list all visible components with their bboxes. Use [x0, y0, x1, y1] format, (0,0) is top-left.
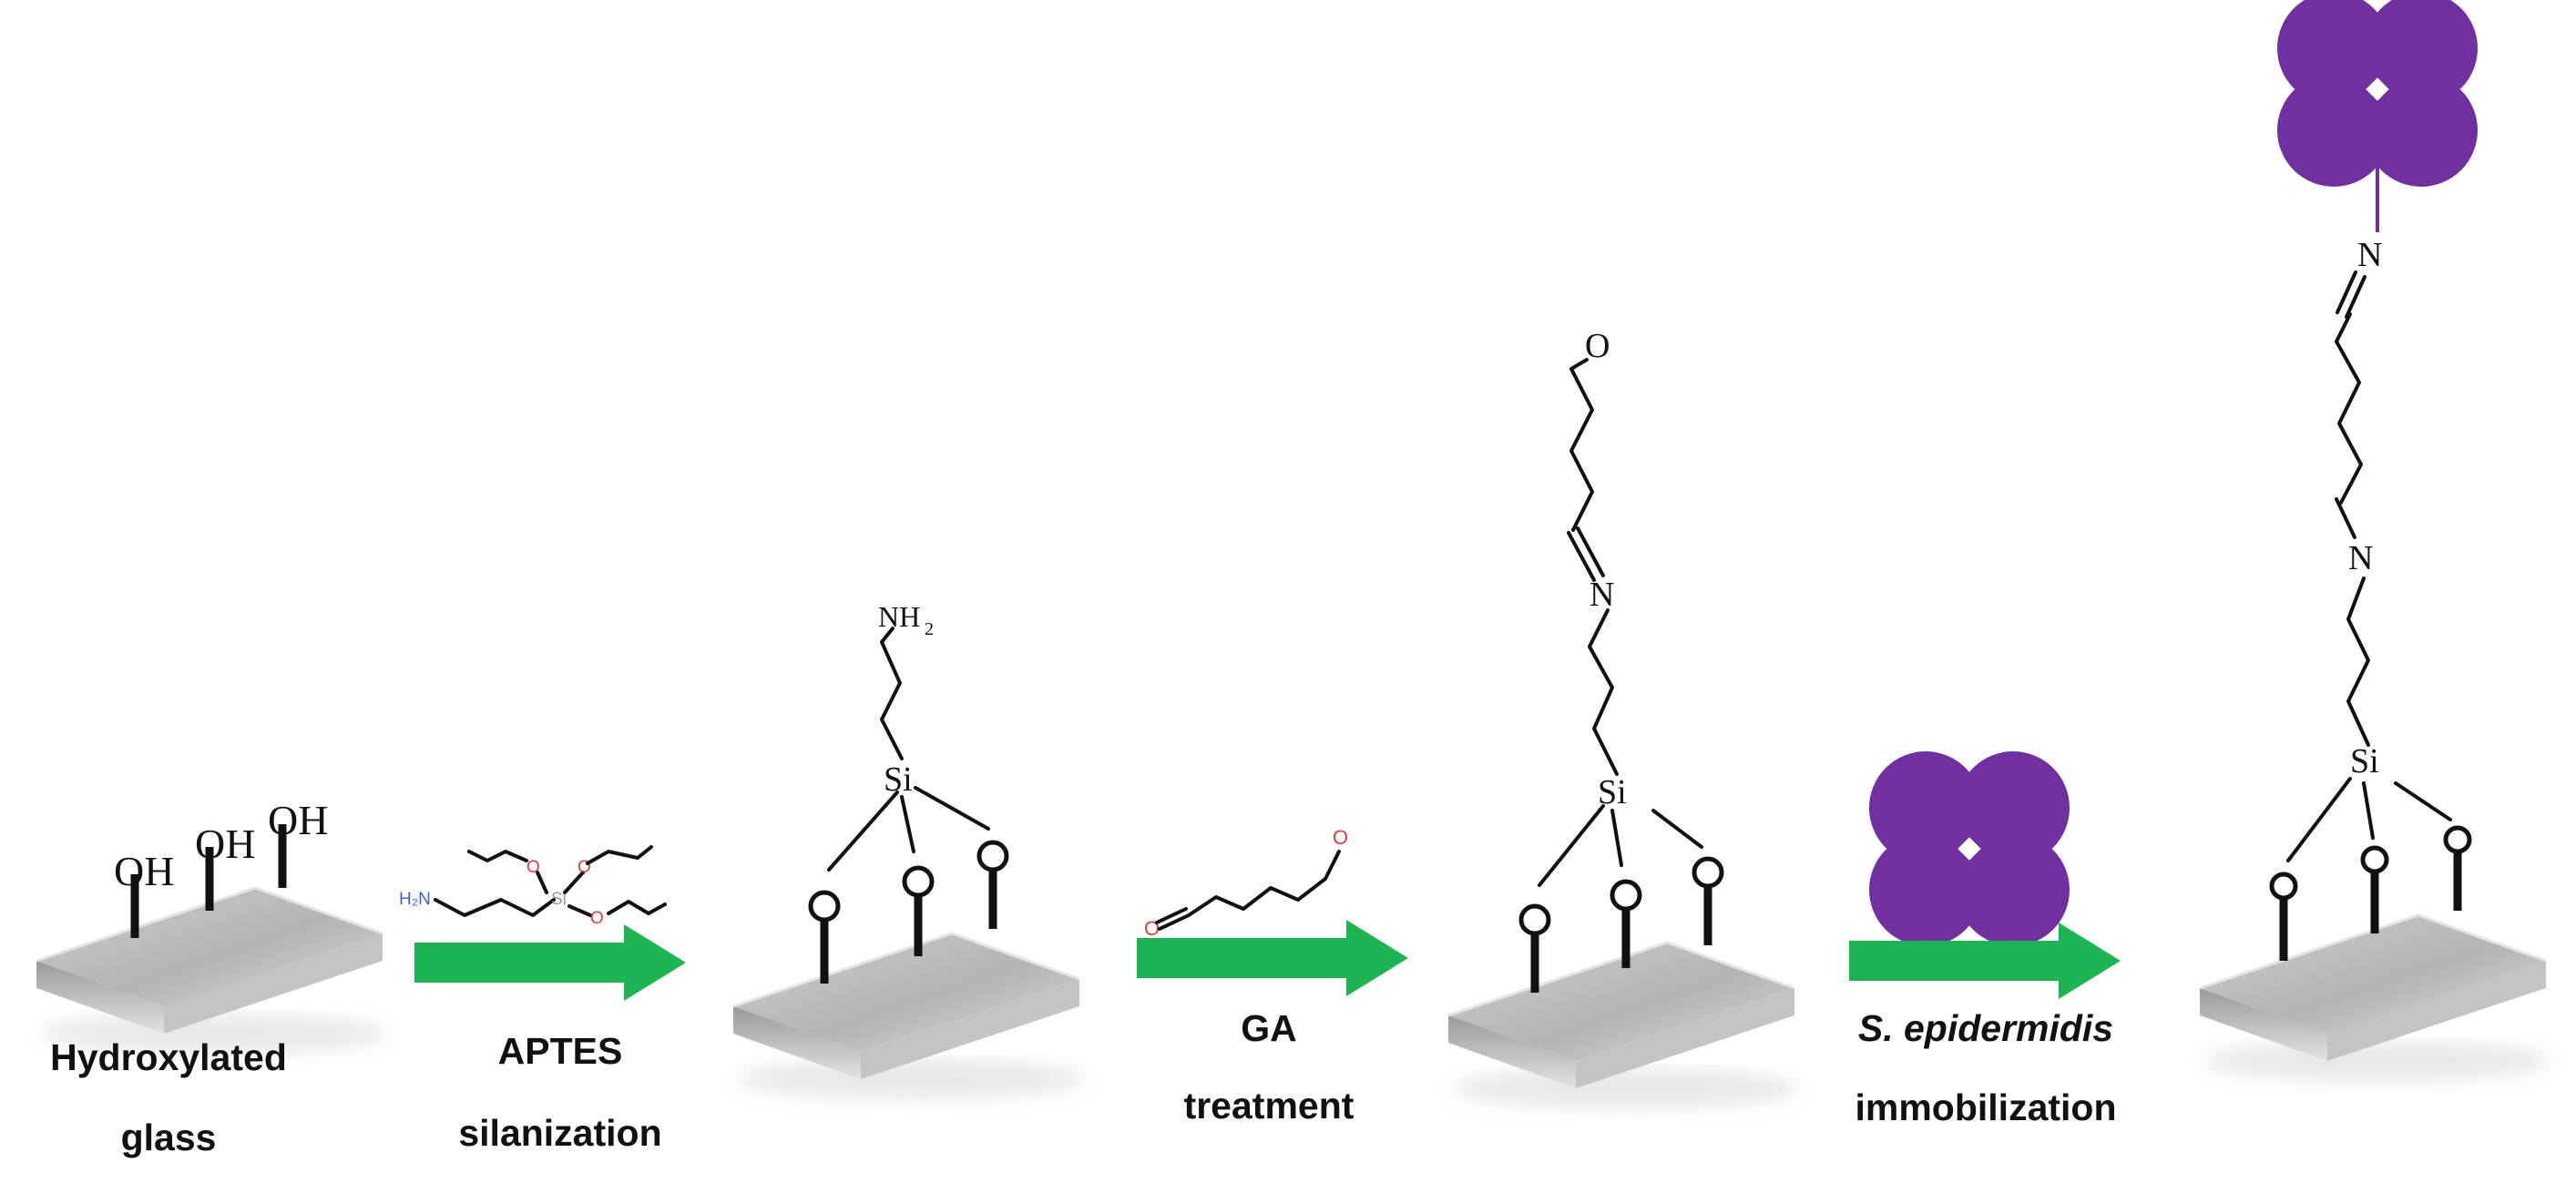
step4-label-line2: immobilization	[1855, 1086, 2117, 1128]
step2-label-line2: silanization	[458, 1112, 661, 1154]
oxygen-label: O	[1585, 327, 1610, 365]
nitrogen-label: N	[1590, 576, 1614, 614]
siloxane-anchors: Si	[2269, 742, 2472, 961]
amine-subscript: 2	[925, 619, 934, 639]
amine-label: NH	[878, 600, 920, 633]
glass-slide-icon	[36, 888, 387, 1054]
step1-label-line2: glass	[121, 1117, 217, 1158]
silicon-label: Si	[1598, 773, 1627, 811]
glutaraldehyde-molecule: O O	[1144, 826, 1348, 940]
silicon-label: Si	[884, 760, 913, 799]
amine-label: H₂N	[399, 890, 431, 909]
oxygen-label: O	[526, 858, 540, 877]
bacterium-icon	[1869, 751, 2070, 946]
step-immobilization: S. epidermidis immobilization	[1849, 751, 2121, 1128]
imine-linker-chain: N O	[1567, 327, 1619, 776]
glass-slide-icon	[2200, 915, 2550, 1081]
step1-label-line1: Hydroxylated	[50, 1036, 287, 1078]
silicon-label: Si	[2350, 742, 2379, 780]
panel-ga-surface: Si N O	[1448, 327, 1799, 1108]
reaction-arrow-icon	[414, 924, 686, 1001]
step-ga-treatment: O O GA treatment	[1137, 826, 1408, 1127]
propylamine-chain: NH 2	[878, 600, 934, 760]
silicon-label: Si	[551, 890, 567, 909]
step2-label-line1: APTES	[498, 1030, 623, 1072]
bacterium-icon	[2277, 0, 2478, 187]
step-aptes-silanization: H₂N Si O O O APTES silanization	[399, 845, 686, 1154]
nitrogen-label: N	[2348, 539, 2373, 577]
nitrogen-label: N	[2357, 236, 2382, 274]
glass-slide-icon	[733, 933, 1084, 1099]
oxygen-label: O	[590, 909, 604, 928]
panel-immobilized-surface: Si N N	[2200, 0, 2550, 1081]
oh-label: OH	[114, 848, 174, 894]
hydroxyl-groups: OH OH OH	[114, 797, 328, 938]
step3-label-line2: treatment	[1184, 1085, 1354, 1127]
imine-bridge-chain: N N	[2335, 162, 2382, 747]
reaction-arrow-icon	[1137, 920, 1408, 996]
oxygen-label: O	[1333, 826, 1348, 849]
step3-label-line1: GA	[1241, 1007, 1297, 1049]
panel-hydroxylated-glass: OH OH OH Hydroxylated glass	[36, 797, 387, 1158]
siloxane-anchors: Si	[808, 760, 1009, 984]
panel-aptes-surface: Si NH 2	[733, 600, 1084, 1099]
oh-label: OH	[195, 821, 255, 867]
siloxane-anchors: Si	[1518, 773, 1724, 993]
oh-label: OH	[268, 797, 328, 843]
step4-label-line1: S. epidermidis	[1858, 1007, 2113, 1049]
aptes-molecule: H₂N Si O O O	[399, 845, 667, 928]
